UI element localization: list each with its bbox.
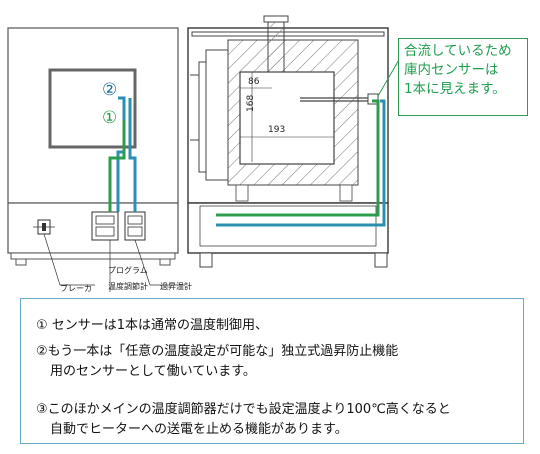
dim-193: 193 [268,125,286,135]
callout-line-3: 1本に見えます。 [404,81,506,97]
label-overheat: 過昇温計 [160,282,192,291]
callout-line-1: 合流しているため [404,43,512,59]
callout-text: 合流しているため 庫内センサーは 1本に見えます。 [404,42,528,99]
side-view [187,15,401,268]
front-view [7,27,185,292]
note-line-1: ① センサーは1本は通常の温度制御用、 [36,318,269,333]
front-foot-right [159,258,171,266]
side-sensor-wire-blue [216,99,386,227]
note-line-5: 自動でヒーターへの送電を止める機能があります。 [50,422,348,437]
front-foot-left [15,258,27,266]
notes-box [20,298,524,444]
note-line-2: ②もう一本は「任意の温度設定が可能な」独立式過昇防止機能 [36,344,399,359]
dim-86: 86 [248,77,260,87]
label-breaker: ブレーカ [60,284,92,293]
label-program-line2: 温度調節計 [108,282,148,291]
callout-box [398,38,528,116]
top-vent [267,15,285,73]
note-line-4: ③このほかメインの温度調節器だけでも設定温度より100℃高くなると [36,402,451,417]
door [205,49,229,181]
note-line-3: 用のセンサーとして働いています。 [50,364,256,379]
side-sensor-wire-green [216,99,380,217]
chamber [239,71,335,165]
callout-line-2: 庫内センサーは [404,62,499,78]
dim-168: 168 [246,94,256,112]
front-base [10,252,176,260]
marker-sensor-1: ① [102,108,118,128]
front-window [48,68,137,149]
marker-sensor-2: ② [102,80,118,100]
label-program-line1: プログラム [108,266,148,275]
